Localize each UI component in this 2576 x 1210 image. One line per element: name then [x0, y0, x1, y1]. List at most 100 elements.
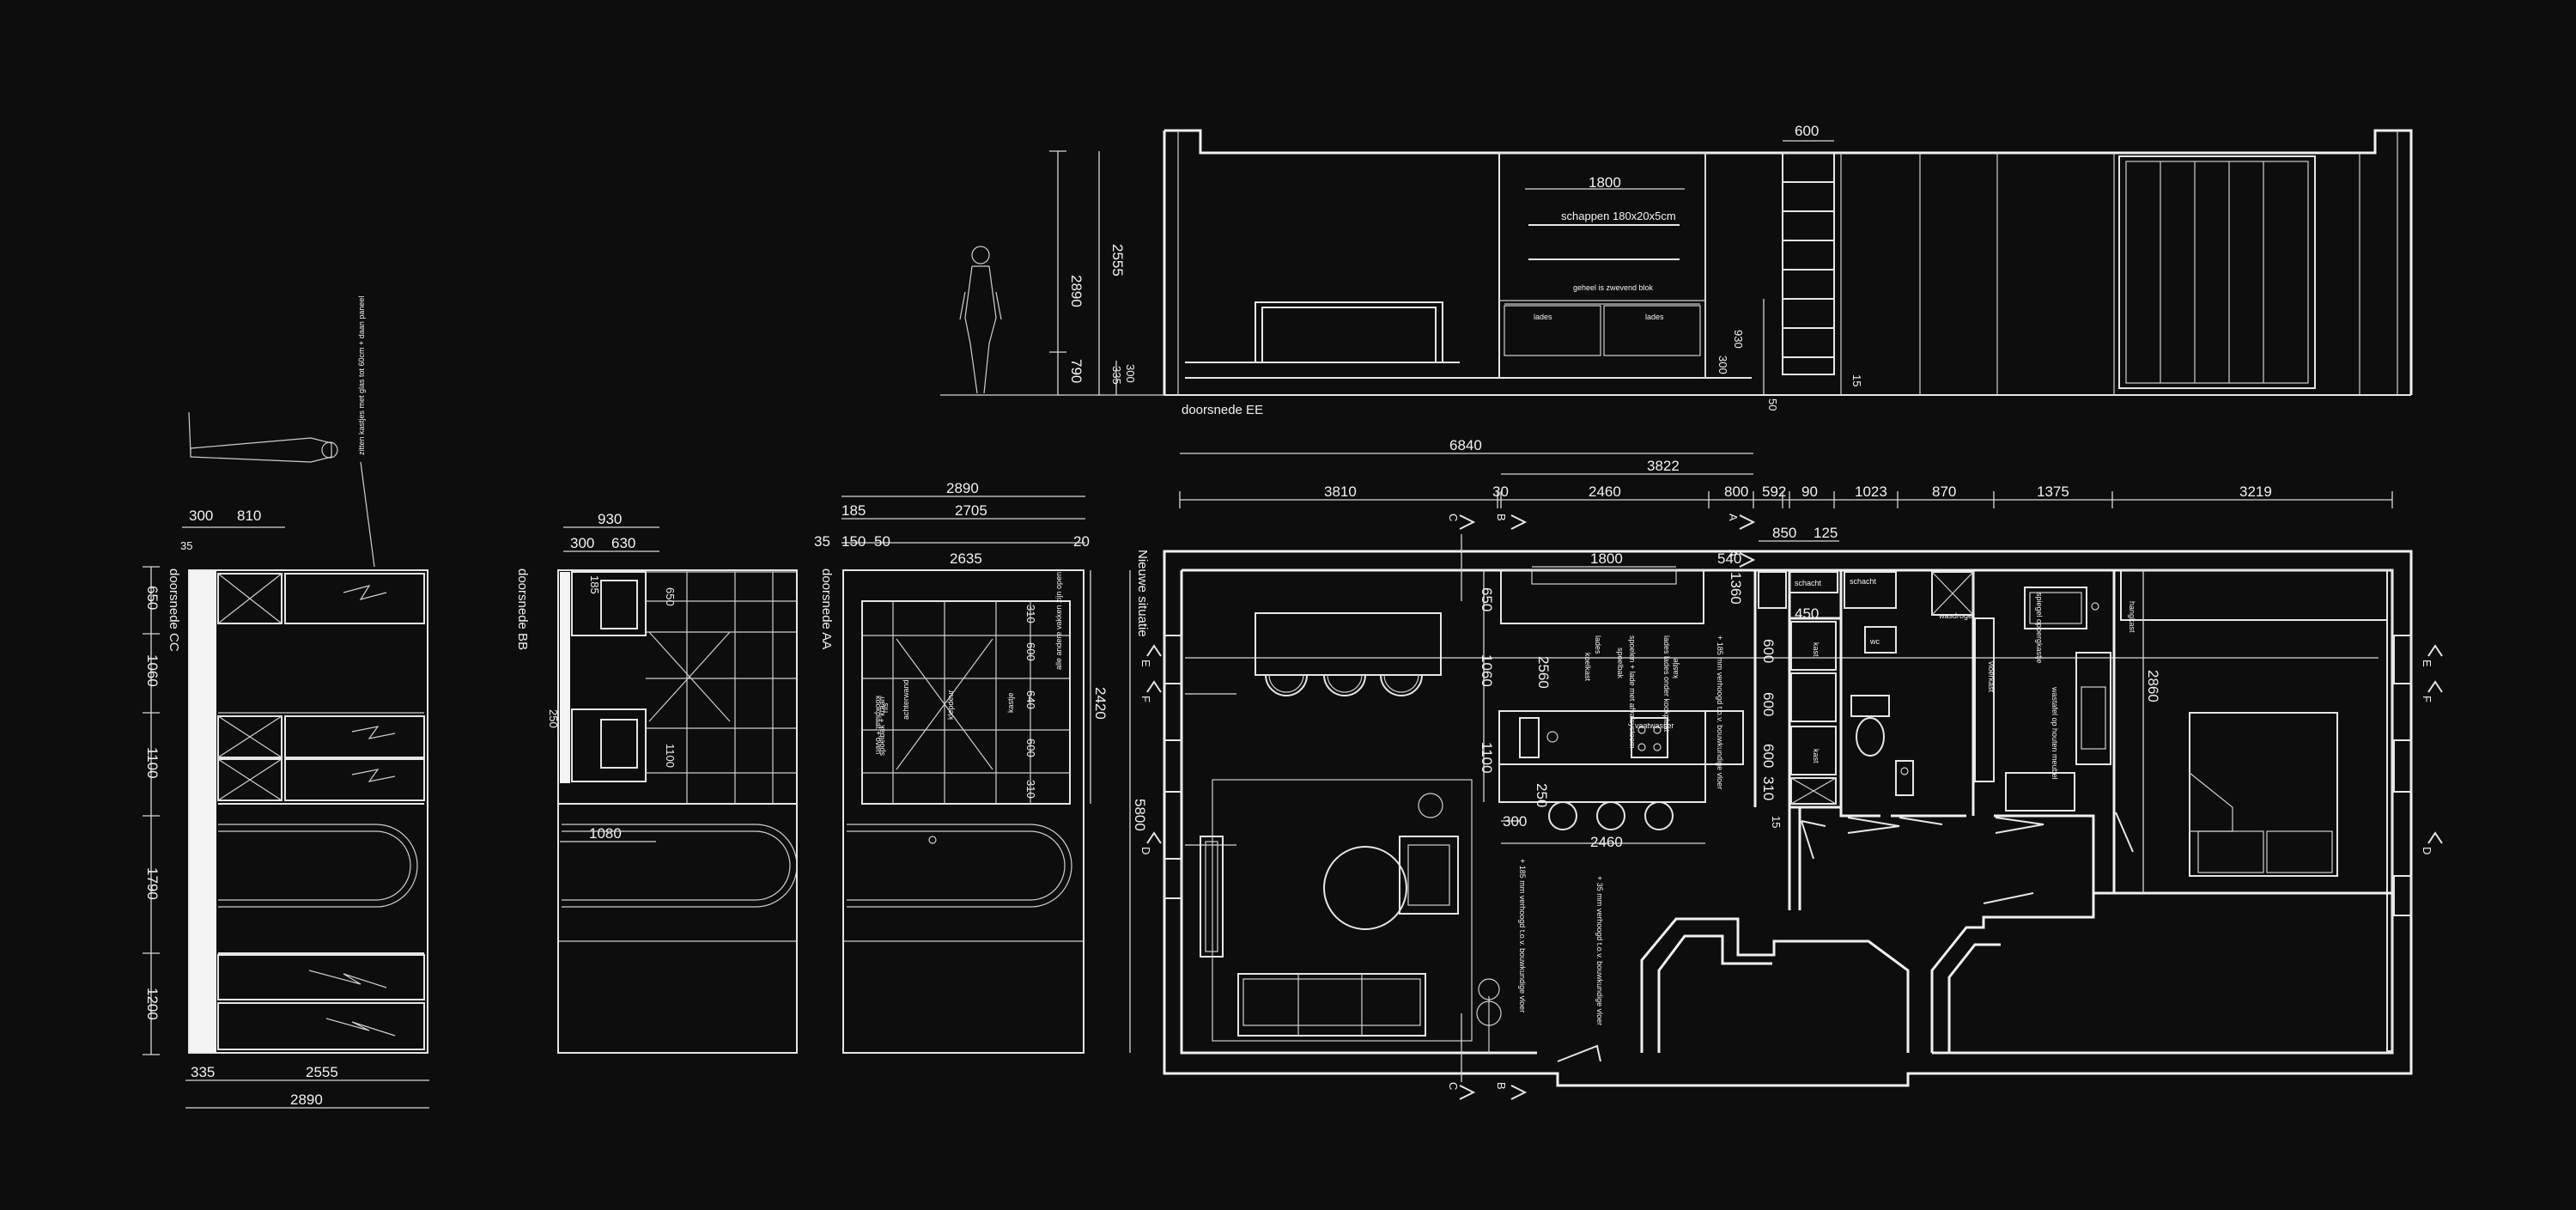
plan-dim-1023: 1023 — [1855, 483, 1887, 500]
section-bb: 930 300 630 doorsnede BB 650 185 1100 25… — [515, 511, 798, 1054]
aa-label-cupboard: kastje — [1006, 692, 1015, 713]
plan-storage-column: 450 600 600 600 310 15 kast schacht kast — [1758, 571, 1838, 828]
bb-dim-1100: 1100 — [664, 744, 677, 768]
plan-mark-f-left: F — [1139, 696, 1152, 702]
section-aa: 2890 185 2705 35 150 50 20 2635 doorsned… — [814, 480, 1109, 1054]
plan-dim-90: 90 — [1801, 483, 1818, 500]
aa-dim-640: 640 — [1024, 690, 1037, 709]
plan-label-lades: lades — [1594, 635, 1602, 654]
plan-mark-d-right: D — [2421, 847, 2433, 854]
plan-dim-600a: 600 — [1760, 639, 1777, 663]
plan-wet-rooms: schacht wc wasdroger vloerkast spiegel o… — [1844, 571, 2111, 812]
plan-dim-450: 450 — [1795, 605, 1819, 622]
plan-dim-15: 15 — [1770, 816, 1783, 828]
ee-dim-50: 50 — [1766, 398, 1779, 410]
plan-label-vloerkast: vloerkast — [1987, 661, 1996, 693]
plan-dim-6840: 6840 — [1449, 437, 1482, 453]
bb-dim-930: 930 — [598, 511, 622, 527]
plan-dim-800: 800 — [1724, 483, 1748, 500]
aa-dim-185: 185 — [841, 502, 866, 519]
ee-dim-930: 930 — [1732, 330, 1745, 349]
plan-dim-30: 30 — [1492, 483, 1509, 500]
aa-label-back-panel: achterwand — [902, 679, 910, 720]
plan-dim-2460b: 2460 — [1590, 834, 1623, 850]
aa-label-niche: nis — [881, 702, 890, 713]
plan-label-bouwkundige-1: + 185 mm verhoogd t.o.v. bouwkundige vlo… — [1716, 635, 1724, 789]
plan-dim-1060: 1060 — [1479, 654, 1495, 687]
plan-dim-850: 850 — [1772, 525, 1796, 541]
aa-title: doorsnede AA — [819, 569, 834, 649]
bb-dim-250: 250 — [547, 709, 560, 728]
ee-vertical-dimensions: 2890 2555 790 300 335 — [1049, 150, 1137, 395]
plan-title: Nieuwe situatie — [1135, 550, 1150, 637]
plan-label-spoelbak: spoelbak — [1616, 648, 1625, 679]
plan-mark-a-top2: A — [1727, 550, 1740, 557]
section-cc: zitten kastjes met glas tot 60cm + daan … — [143, 296, 429, 1109]
aa-dim-2890: 2890 — [946, 480, 979, 496]
plan-dim-3219: 3219 — [2239, 483, 2272, 500]
cc-dim-1200: 1200 — [144, 988, 161, 1020]
plan-dim-3822: 3822 — [1647, 458, 1680, 474]
cc-note-glass-cabinets: zitten kastjes met glas tot 60cm + daan … — [357, 296, 366, 455]
plan-dim-870: 870 — [1932, 483, 1956, 500]
plan-dim-300: 300 — [1503, 813, 1527, 830]
aa-dim-310b: 310 — [1024, 780, 1037, 799]
plan-outer-wall — [1163, 550, 2413, 1087]
plan-dining — [1255, 612, 1442, 696]
plan-mark-c-top: C — [1447, 514, 1460, 521]
plan-label-wasbak: wastafel op houten meubel — [2050, 686, 2059, 780]
cc-dim-810: 810 — [237, 508, 261, 524]
plan-bedroom: 2860 hangkast — [2120, 569, 2388, 893]
plan-dim-1800: 1800 — [1590, 550, 1623, 567]
bb-dim-185: 185 — [588, 575, 601, 594]
plan-dim-1375: 1375 — [2037, 483, 2069, 500]
bb-dim-630: 630 — [611, 535, 635, 551]
plan-dim-125: 125 — [1814, 525, 1838, 541]
ee-label-drawers-right: lades — [1645, 313, 1664, 321]
ee-dim-1800: 1800 — [1589, 174, 1621, 191]
plan-label-vaatwasser: vaatwasser — [1635, 721, 1674, 730]
aa-dim-35: 35 — [814, 533, 830, 550]
cc-dim-1060: 1060 — [144, 654, 161, 687]
plan-dim-1100: 1100 — [1479, 742, 1495, 774]
bb-dim-1080: 1080 — [589, 825, 622, 842]
ee-dim-600: 600 — [1795, 123, 1819, 139]
ee-dim-2555: 2555 — [1109, 244, 1126, 277]
plan-label-wasdroger: wasdroger — [1938, 611, 1975, 620]
plan-dim-2560: 2560 — [1535, 656, 1552, 689]
plan-doors — [1557, 812, 2134, 1062]
cc-dim-650: 650 — [144, 586, 161, 610]
aa-label-hob: kookplaat + oven — [874, 696, 883, 754]
plan-mark-e-right: E — [2421, 660, 2433, 667]
plan-label-lades-kookplaat: lades lades onder kookplaat — [1662, 635, 1671, 733]
cc-dim-300: 300 — [189, 508, 213, 524]
human-scale-figure-standing — [959, 246, 1002, 394]
ee-dim-790: 790 — [1068, 359, 1084, 383]
aa-dim-2705: 2705 — [955, 502, 987, 519]
plan-dim-250: 250 — [1534, 783, 1550, 807]
plan-dim-1360: 1360 — [1728, 572, 1744, 605]
ee-dim-300: 300 — [1124, 364, 1137, 383]
plan-label-mirror: spiegel opbergkastje — [2035, 593, 2044, 664]
plan-label-spoelen: spoelen + lade met afvalsysteem — [1628, 635, 1637, 748]
plan-mark-e-left: E — [1139, 660, 1152, 667]
plan-living — [1200, 779, 1502, 1053]
cc-dim-1100: 1100 — [144, 747, 161, 779]
plan-label-kastje: kastje — [1671, 658, 1680, 678]
aa-dim-2635: 2635 — [950, 550, 982, 567]
ee-ladder-shelves — [1782, 152, 1835, 375]
plan-internal-walls — [1640, 570, 2392, 1053]
plan-mark-b-top: B — [1495, 514, 1508, 521]
cc-dim-2555: 2555 — [306, 1064, 338, 1080]
plan-dim-592: 592 — [1762, 483, 1786, 500]
ee-dim-15: 15 — [1850, 374, 1863, 386]
cc-title: doorsnede CC — [167, 569, 181, 652]
cc-dim-2890: 2890 — [290, 1091, 323, 1108]
plan-label-schacht-right: schacht — [1850, 577, 1877, 586]
plan-dim-2860: 2860 — [2145, 670, 2161, 702]
ee-label-drawers-left: lades — [1534, 313, 1552, 321]
plan-dim-5800: 5800 — [1132, 799, 1148, 831]
plan-dim-540: 540 — [1717, 550, 1741, 567]
